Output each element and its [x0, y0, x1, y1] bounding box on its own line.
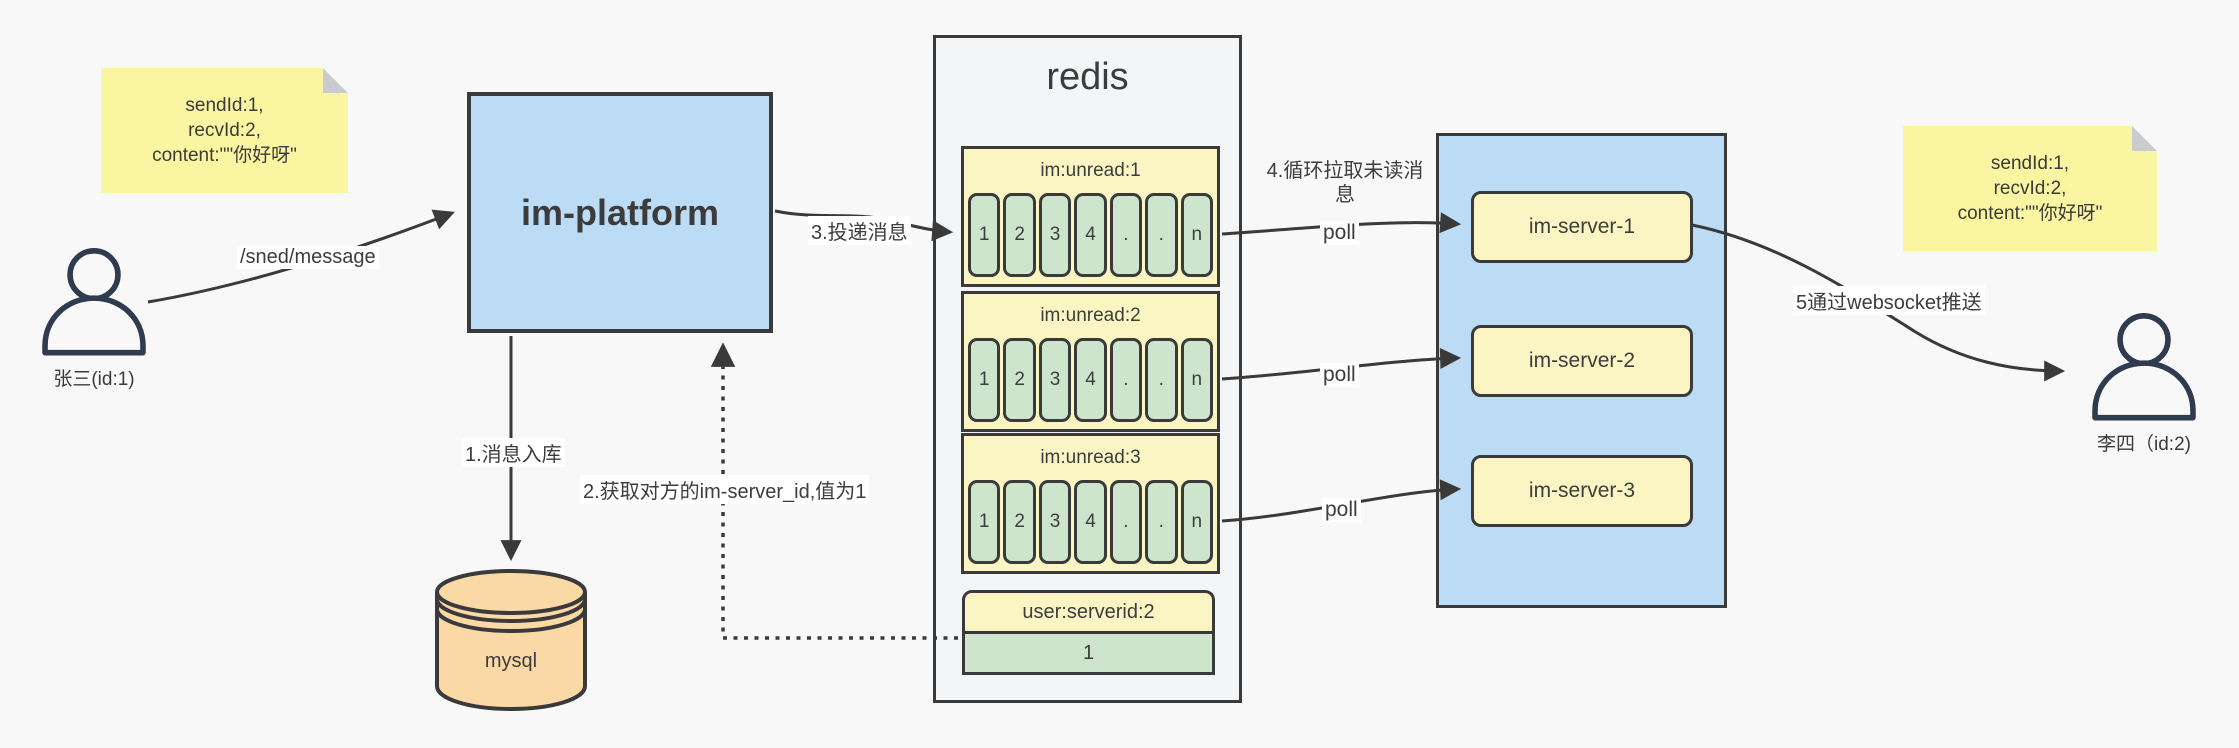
queue-cell: 3	[1038, 480, 1072, 564]
user-serverid-box: user:serverid:2 1	[962, 590, 1215, 675]
sticky-note-left: sendId:1, recvId:2, content:""你好呀"	[101, 68, 348, 193]
queue-cells: 1 2 3 4 . . n	[964, 480, 1217, 571]
send-api-label: /sned/message	[237, 246, 379, 269]
queue-cell: n	[1180, 480, 1213, 564]
note-line: recvId:2,	[1993, 177, 2067, 199]
im-server-3-box: im-server-3	[1471, 455, 1693, 527]
step4-label: 4.循环拉取未读消息	[1266, 160, 1424, 206]
queue-cell: .	[1145, 338, 1178, 422]
poll-label-2: poll	[1320, 363, 1359, 387]
sticky-note-right: sendId:1, recvId:2, content:""你好呀"	[1903, 126, 2157, 251]
queue-cell: 2	[1003, 480, 1036, 564]
step5-label: 5通过websocket推送	[1793, 286, 1985, 315]
queue-cell: .	[1109, 338, 1143, 422]
queue-cells: 1 2 3 4 . . n	[964, 193, 1217, 284]
queue-cell: 1	[968, 193, 1001, 277]
queue-cell: .	[1109, 193, 1143, 277]
queue-cell: 2	[1003, 193, 1036, 277]
queue-cells: 1 2 3 4 . . n	[964, 338, 1217, 429]
step3-label: 3.投递消息	[808, 216, 911, 245]
queue-cell: n	[1180, 193, 1213, 277]
note-line: sendId:1,	[1990, 152, 2070, 174]
im-platform-label: im-platform	[521, 191, 719, 233]
queue-cell: .	[1109, 480, 1143, 564]
queue-cell: 2	[1003, 338, 1036, 422]
queue-im-unread-2: im:unread:2 1 2 3 4 . . n	[961, 291, 1220, 432]
mysql-database-icon	[433, 566, 589, 714]
queue-cell: n	[1180, 338, 1213, 422]
step2-label: 2.获取对方的im-server_id,值为1	[580, 475, 870, 504]
redis-title: redis	[1046, 56, 1129, 98]
receiver-label: 李四（id:2)	[2097, 434, 2191, 455]
mysql-label: mysql	[484, 650, 538, 672]
queue-cell: 4	[1074, 338, 1107, 422]
user-serverid-value: 1	[962, 631, 1215, 675]
im-server-2-box: im-server-2	[1471, 325, 1693, 397]
im-server-1-box: im-server-1	[1471, 191, 1693, 263]
poll-label-1: poll	[1320, 221, 1359, 245]
poll-label-3: poll	[1322, 498, 1361, 522]
note-line: sendId:1,	[185, 94, 264, 116]
receiver-user-icon	[2088, 313, 2200, 421]
database-cylinder-icon	[435, 569, 587, 712]
queue-cell: .	[1145, 480, 1178, 564]
person-icon	[42, 248, 146, 356]
im-server-cluster: im-server-1 im-server-2 im-server-3	[1436, 133, 1727, 608]
queue-title: im:unread:2	[1040, 305, 1141, 326]
queue-cell: 4	[1074, 193, 1107, 277]
sender-label: 张三(id:1)	[53, 369, 135, 390]
queue-im-unread-1: im:unread:1 1 2 3 4 . . n	[961, 146, 1220, 287]
queue-cell: 3	[1038, 338, 1072, 422]
note-line: content:""你好呀"	[1957, 203, 2103, 225]
note-line: content:""你好呀"	[152, 145, 297, 167]
step1-label: 1.消息入库	[462, 438, 565, 467]
im-platform-box: im-platform	[467, 92, 773, 333]
redis-container: redis im:unread:1 1 2 3 4 . . n im:unrea…	[933, 35, 1242, 703]
queue-cell: .	[1145, 193, 1178, 277]
queue-cell: 3	[1038, 193, 1072, 277]
sender-user-icon	[38, 248, 150, 356]
user-serverid-title: user:serverid:2	[962, 590, 1215, 634]
queue-cell: 4	[1074, 480, 1107, 564]
queue-cell: 1	[968, 338, 1001, 422]
queue-im-unread-3: im:unread:3 1 2 3 4 . . n	[961, 433, 1220, 574]
queue-title: im:unread:3	[1040, 447, 1141, 468]
queue-cell: 1	[968, 480, 1001, 564]
note-line: recvId:2,	[188, 119, 261, 141]
queue-title: im:unread:1	[1040, 160, 1141, 181]
person-icon	[2092, 313, 2196, 421]
